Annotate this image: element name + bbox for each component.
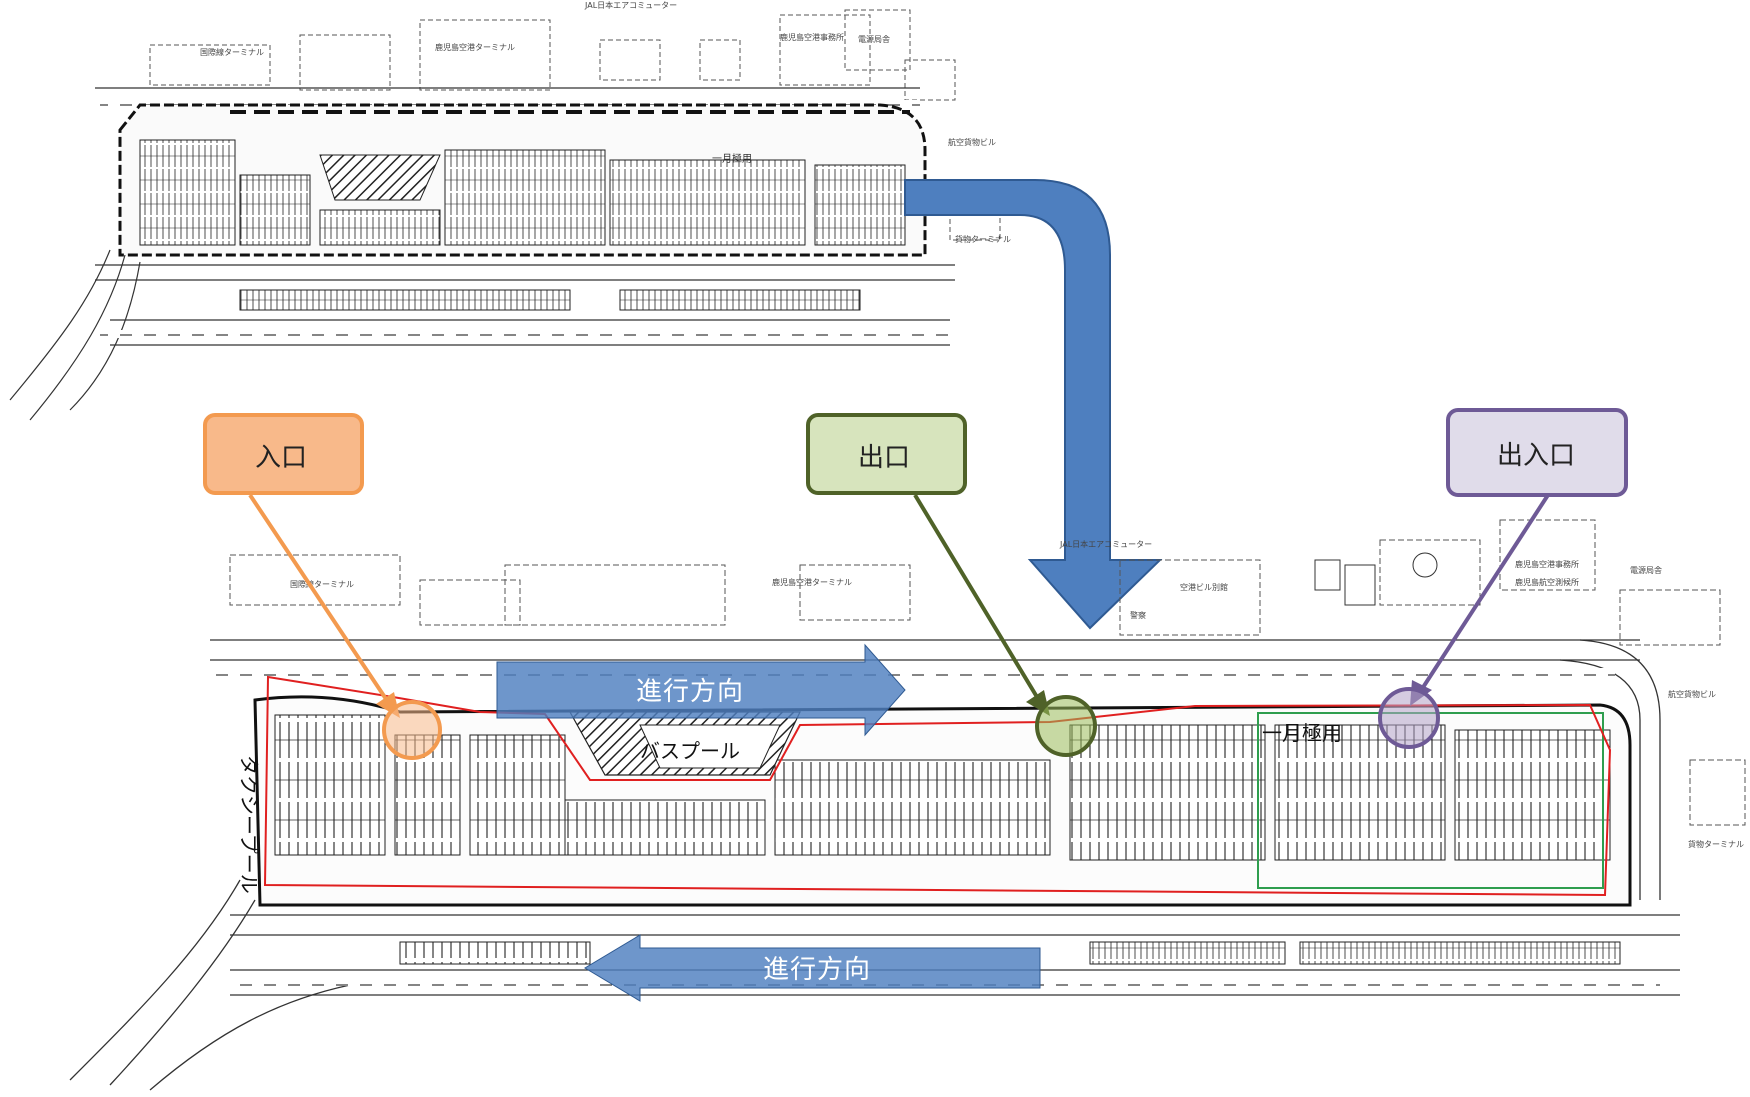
entrance-exit-marker	[1378, 687, 1440, 749]
monthly-label: 一月極用	[1262, 721, 1342, 745]
bus-pool-label: バスプール	[640, 739, 740, 763]
svg-text:国際線ターミナル: 国際線ターミナル	[200, 47, 264, 57]
taxi-pool-label: タクシープール	[237, 755, 261, 894]
svg-text:鹿児島空港事務所: 鹿児島空港事務所	[1515, 559, 1579, 569]
svg-text:警察: 警察	[1130, 610, 1146, 620]
svg-text:航空貨物ビル: 航空貨物ビル	[1668, 689, 1716, 699]
svg-text:電源局舎: 電源局舎	[1630, 566, 1662, 575]
exit-label: 出口	[858, 443, 910, 473]
tank-icon	[1412, 552, 1438, 578]
direction-arrow-top: 進行方向	[496, 643, 906, 737]
svg-text:電源局舎: 電源局舎	[858, 35, 890, 44]
entrance-callout: 入口	[203, 413, 442, 760]
exit-marker	[1035, 695, 1097, 757]
direction-label-bottom: 進行方向	[763, 955, 871, 985]
transition-arrow	[904, 179, 1163, 630]
svg-text:空港ビル別館: 空港ビル別館	[1180, 582, 1228, 592]
svg-text:貨物ターミナル: 貨物ターミナル	[1688, 839, 1744, 849]
svg-text:鹿児島航空測候所: 鹿児島航空測候所	[1515, 577, 1579, 587]
svg-text:JAL日本エアコミューター: JAL日本エアコミューター	[584, 0, 677, 10]
entrance-label: 入口	[255, 443, 307, 473]
svg-text:鹿児島空港ターミナル: 鹿児島空港ターミナル	[772, 577, 852, 587]
route-outline	[263, 675, 1612, 897]
direction-arrow-bottom: 進行方向	[584, 934, 1041, 1002]
svg-text:鹿児島空港事務所: 鹿児島空港事務所	[780, 32, 844, 42]
svg-text:国際線ターミナル: 国際線ターミナル	[290, 579, 354, 589]
svg-text:航空貨物ビル: 航空貨物ビル	[948, 137, 996, 147]
entrance-marker	[382, 700, 442, 760]
detail-map: 国際線ターミナル 鹿児島空港ターミナル JAL日本エアコミューター 空港ビル別館…	[69, 519, 1746, 1091]
svg-text:貨物ターミナル: 貨物ターミナル	[955, 234, 1011, 244]
svg-text:鹿児島空港ターミナル: 鹿児島空港ターミナル	[435, 42, 515, 52]
entrance-exit-callout: 出入口	[1378, 408, 1628, 749]
overview-map: 国際線ターミナル 鹿児島空港ターミナル JAL日本エアコミューター 鹿児島空港事…	[9, 0, 1011, 421]
direction-label-top: 進行方向	[636, 677, 744, 707]
entrance-exit-label: 出入口	[1497, 441, 1575, 471]
svg-text:JAL日本エアコミューター: JAL日本エアコミューター	[1059, 539, 1152, 549]
svg-text:一月極用: 一月極用	[712, 152, 752, 165]
exit-callout: 出口	[806, 413, 1097, 757]
